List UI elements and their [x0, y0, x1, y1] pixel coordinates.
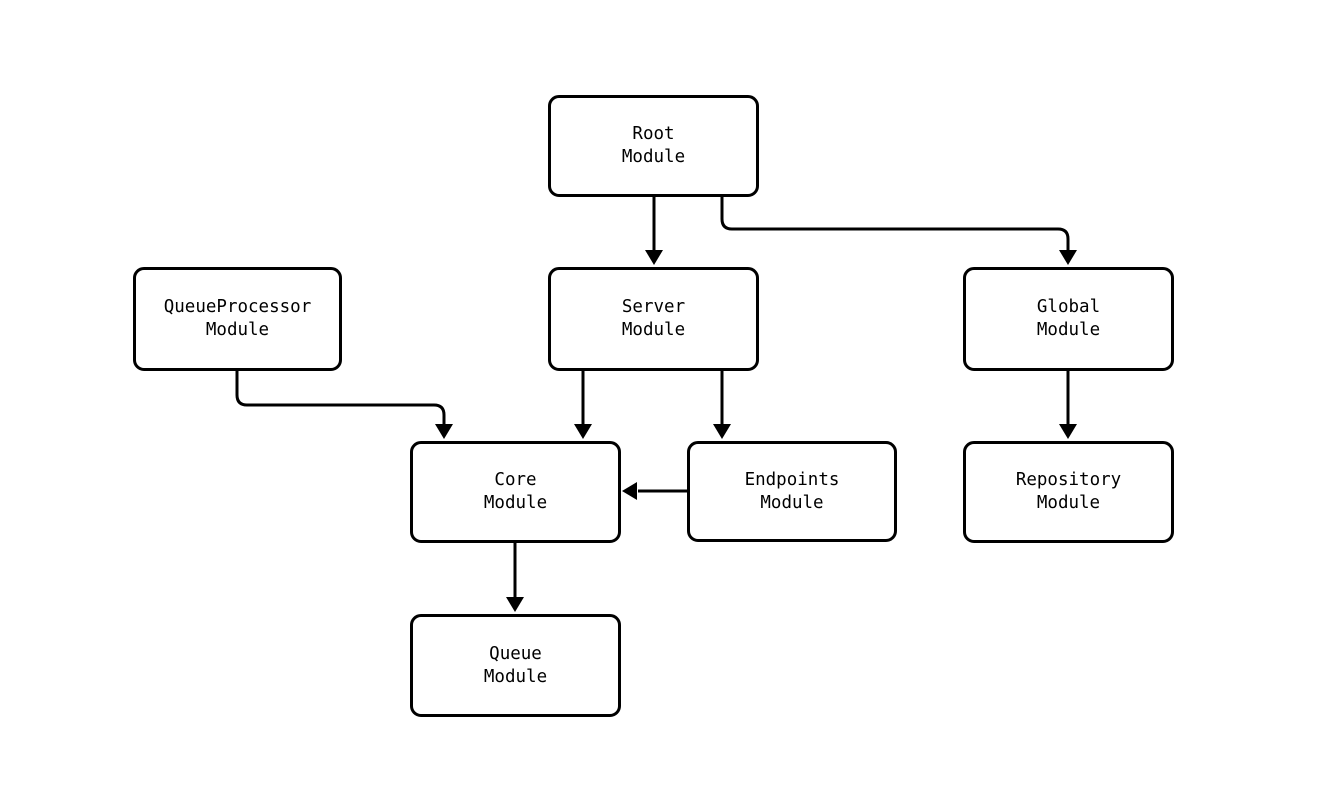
node-core[interactable]: Core Module — [410, 441, 621, 543]
arrowhead-server-to-endpoints — [713, 424, 731, 439]
node-queueprocessor-label: QueueProcessor Module — [163, 297, 312, 340]
node-queue[interactable]: Queue Module — [410, 614, 621, 717]
node-global[interactable]: Global Module — [963, 267, 1174, 371]
arrowhead-server-to-core — [574, 424, 592, 439]
node-queueprocessor[interactable]: QueueProcessor Module — [133, 267, 342, 371]
arrowhead-queueprocessor-to-core — [435, 424, 453, 439]
node-repository[interactable]: Repository Module — [963, 441, 1174, 543]
node-global-label: Global Module — [1036, 297, 1101, 340]
node-queue-label: Queue Module — [483, 643, 548, 687]
node-endpoints[interactable]: Endpoints Module — [687, 441, 897, 542]
arrowhead-root-to-server — [645, 250, 663, 265]
edge-queueprocessor-to-core — [235, 371, 446, 424]
arrowhead-global-to-repository — [1059, 424, 1077, 439]
edge-root-to-global — [720, 197, 1070, 250]
node-endpoints-label: Endpoints Module — [744, 469, 840, 513]
node-server[interactable]: Server Module — [548, 267, 759, 371]
node-core-label: Core Module — [483, 470, 548, 513]
node-server-label: Server Module — [621, 297, 686, 340]
arrowhead-root-to-global — [1059, 250, 1077, 265]
arrowhead-core-to-queue — [506, 597, 524, 612]
node-root-label: Root Module — [621, 124, 686, 167]
node-repository-label: Repository Module — [1015, 470, 1122, 513]
node-root[interactable]: Root Module — [548, 95, 759, 197]
arrowhead-endpoints-to-core — [622, 482, 637, 500]
